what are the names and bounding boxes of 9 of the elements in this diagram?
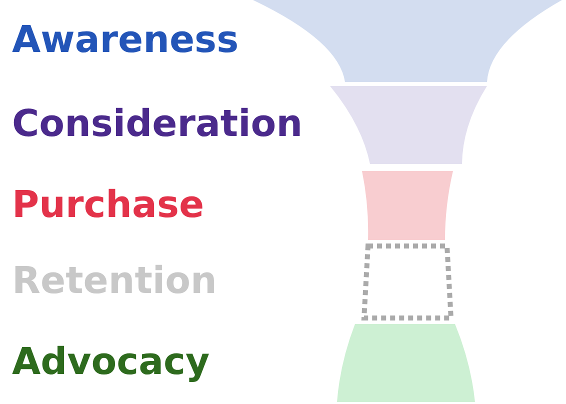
stage-label: Awareness <box>12 21 239 58</box>
empty-funnel-segment <box>362 244 454 320</box>
stage-label: Purchase <box>12 186 204 222</box>
stage-label: Advocacy <box>12 343 210 380</box>
funnel-segment <box>337 324 475 402</box>
stage-label: Consideration <box>12 105 303 142</box>
funnel-segment <box>362 171 453 240</box>
funnel-segment <box>330 86 487 164</box>
funnel-segment <box>253 0 562 82</box>
